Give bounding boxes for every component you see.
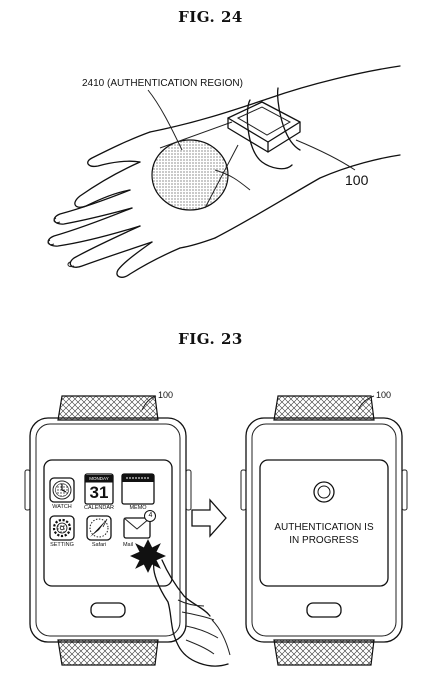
memo-icon[interactable] — [121, 473, 155, 505]
calendar-icon[interactable] — [84, 473, 114, 505]
authentication-message-line2: IN PROGRESS — [289, 535, 359, 546]
right-watch — [240, 395, 408, 666]
fig23-title: FIG. 23 — [178, 330, 243, 348]
authentication-message-line1: AUTHENTICATION IS — [274, 522, 374, 533]
fig24-device-reference: 100 — [345, 172, 369, 188]
envelope-icon[interactable] — [123, 517, 151, 539]
right-home-button[interactable] — [306, 602, 342, 618]
left-home-button[interactable] — [90, 602, 126, 618]
authentication-region-label: 2410 (AUTHENTICATION REGION) — [82, 78, 243, 89]
clock-icon[interactable] — [49, 477, 75, 503]
calendar-date: 31 — [89, 483, 109, 502]
compass-icon[interactable] — [86, 515, 112, 541]
memo-app-label: MEMO — [129, 505, 147, 511]
calendar-app-label: CALENDAR — [84, 505, 114, 511]
right-watch-reference: 100 — [376, 390, 392, 400]
left-watch-reference: 100 — [158, 390, 174, 400]
authentication-region — [151, 139, 229, 211]
notification-count: 4 — [148, 512, 153, 519]
left-watch — [24, 395, 192, 666]
mail-app-label: Mail — [122, 542, 134, 548]
safari-app-label: Safari — [91, 542, 107, 548]
gear-icon[interactable] — [49, 515, 75, 541]
setting-app-label: SETTING — [50, 542, 74, 548]
touch-burst-icon — [130, 539, 166, 573]
authentication-progress-icon — [313, 481, 335, 503]
finger-icon — [153, 559, 231, 667]
calendar-header: MONDAY — [85, 475, 113, 482]
watch-app-label: WATCH — [52, 504, 72, 510]
transition-arrow-icon — [191, 498, 227, 538]
fig24-title: FIG. 24 — [178, 8, 243, 26]
notification-badge — [144, 510, 156, 522]
